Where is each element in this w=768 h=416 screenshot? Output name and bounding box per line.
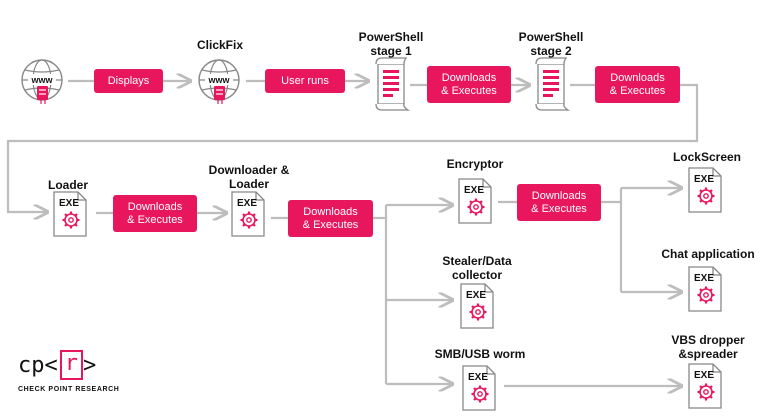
globe-icon: www [21,59,63,105]
exe-icon-text: EXE [694,174,714,185]
label-smb-usb-worm: SMB/USB worm [428,347,532,361]
label-line: Downloader & [208,163,290,177]
label-lockscreen: LockScreen [665,150,749,164]
globe-icon: www [198,59,240,105]
exe-icon: EXE [52,190,88,238]
connectors [6,81,699,386]
exe-icon: EXE [687,265,723,313]
label-line: PowerShell [358,30,424,44]
label-clickfix: ClickFix [190,38,250,52]
connector [6,83,699,212]
label-line: stage 1 [370,44,412,58]
action-text: User runs [281,74,329,87]
label-text: SMB/USB worm [434,347,526,361]
exe-icon: EXE [457,177,493,225]
label-powershell-stage-2: PowerShell stage 2 [511,30,591,58]
action-line: Downloads [441,71,497,84]
action-downloads-executes: Downloads& Executes [595,66,680,103]
script-icon [375,57,409,111]
exe-icon-text: EXE [694,273,714,284]
exe-icon: EXE [230,190,266,238]
label-line: Stealer/Data [442,254,512,268]
label-chat-application: Chat application [653,247,763,261]
exe-icon-text: EXE [59,198,79,209]
label-line: Loader [228,177,269,191]
label-line: PowerShell [518,30,584,44]
action-line: & Executes [441,84,497,97]
action-line: & Executes [302,218,359,231]
globe-icon-text: www [207,75,230,85]
action-displays: Displays [94,69,163,93]
label-text: Chat application [661,247,755,261]
label-text: ClickFix [196,38,244,52]
action-downloads-executes: Downloads& Executes [288,200,373,237]
logo-text: cp< [18,352,58,378]
action-line: Downloads [127,200,183,213]
label-stealer-data-collector: Stealer/Data collector [434,254,520,282]
globe-icon-text: www [30,75,53,85]
action-line: Downloads [610,71,665,84]
exe-icon-text: EXE [466,290,486,301]
logo-subtitle: CHECK POINT RESEARCH [18,386,120,393]
label-line: &spreader [678,347,738,361]
exe-icon-text: EXE [464,185,484,196]
label-loader: Loader [38,178,98,192]
action-downloads-executes: Downloads& Executes [427,66,511,103]
action-line: Downloads [531,189,587,202]
logo-text: > [83,352,97,378]
action-line: Downloads [303,205,358,218]
exe-icon: EXE [459,282,495,330]
label-powershell-stage-1: PowerShell stage 1 [351,30,431,58]
label-vbs-dropper-spreader: VBS dropper &spreader [660,333,756,361]
action-downloads-executes: Downloads& Executes [517,184,601,221]
check-point-logo: cp< r > [18,350,96,380]
action-text: Displays [107,74,150,87]
script-icon [535,57,569,111]
label-line: VBS dropper [671,333,745,347]
label-line: stage 2 [530,44,572,58]
exe-icon: EXE [687,362,723,410]
action-line: & Executes [127,213,183,226]
label-encryptor: Encryptor [438,157,512,171]
action-downloads-executes: Downloads& Executes [113,195,197,232]
exe-icon-text: EXE [694,370,714,381]
action-user-runs: User runs [265,69,345,93]
action-line: & Executes [609,84,666,97]
exe-icon: EXE [461,364,497,412]
label-text: Loader [47,178,88,192]
label-text: Encryptor [446,157,504,171]
exe-icon-text: EXE [468,372,488,383]
label-line: collector [451,268,502,282]
exe-icon: EXE [687,166,723,214]
logo-box: r [59,350,83,380]
label-text: LockScreen [672,150,742,164]
exe-icon-text: EXE [237,198,257,209]
action-line: & Executes [531,202,587,215]
label-downloader-loader: Downloader & Loader [203,163,295,191]
